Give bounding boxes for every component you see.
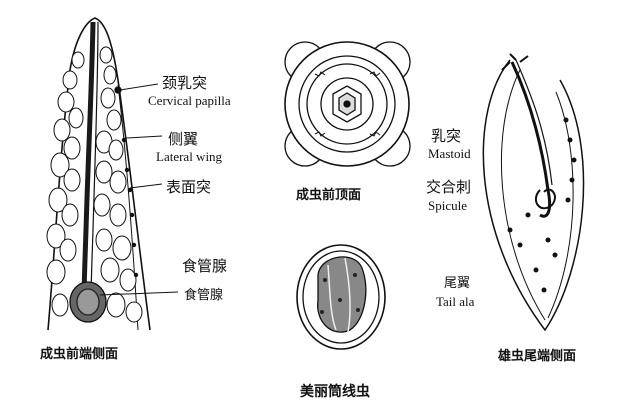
label-mastoid-en: Mastoid: [428, 146, 471, 161]
label-esophageal-gland-cn: 食管腺: [182, 257, 228, 275]
label-cervical-papilla-cn: 颈乳突: [162, 74, 208, 92]
label-esophageal-gland-sub: 食管腺: [184, 288, 224, 303]
caption-anterior-lateral: 成虫前端侧面: [40, 347, 119, 362]
label-spicule-cn: 交合刺: [426, 178, 472, 196]
caption-anterior-apical: 成虫前顶面: [296, 188, 362, 203]
label-surface-bosses-cn: 表面突: [166, 178, 212, 196]
male-tail-drawing: [482, 53, 585, 332]
figure-title: 美丽筒线虫: [300, 384, 370, 400]
apical-view-drawing: [284, 41, 411, 167]
caption-male-posterior-lateral: 雄虫尾端侧面: [498, 349, 577, 364]
label-lateral-wing-en: Lateral wing: [156, 149, 223, 164]
label-cervical-papilla-en: Cervical papilla: [148, 93, 231, 108]
anterior-worm-drawing: [46, 17, 179, 331]
label-mastoid-cn: 乳突: [431, 127, 462, 145]
label-lateral-wing-cn: 侧翼: [168, 130, 199, 148]
label-spicule-en: Spicule: [428, 198, 467, 213]
label-tail-ala-cn: 尾翼: [444, 276, 471, 291]
egg-drawing: [296, 244, 386, 350]
label-tail-ala-en: Tail ala: [436, 294, 475, 309]
